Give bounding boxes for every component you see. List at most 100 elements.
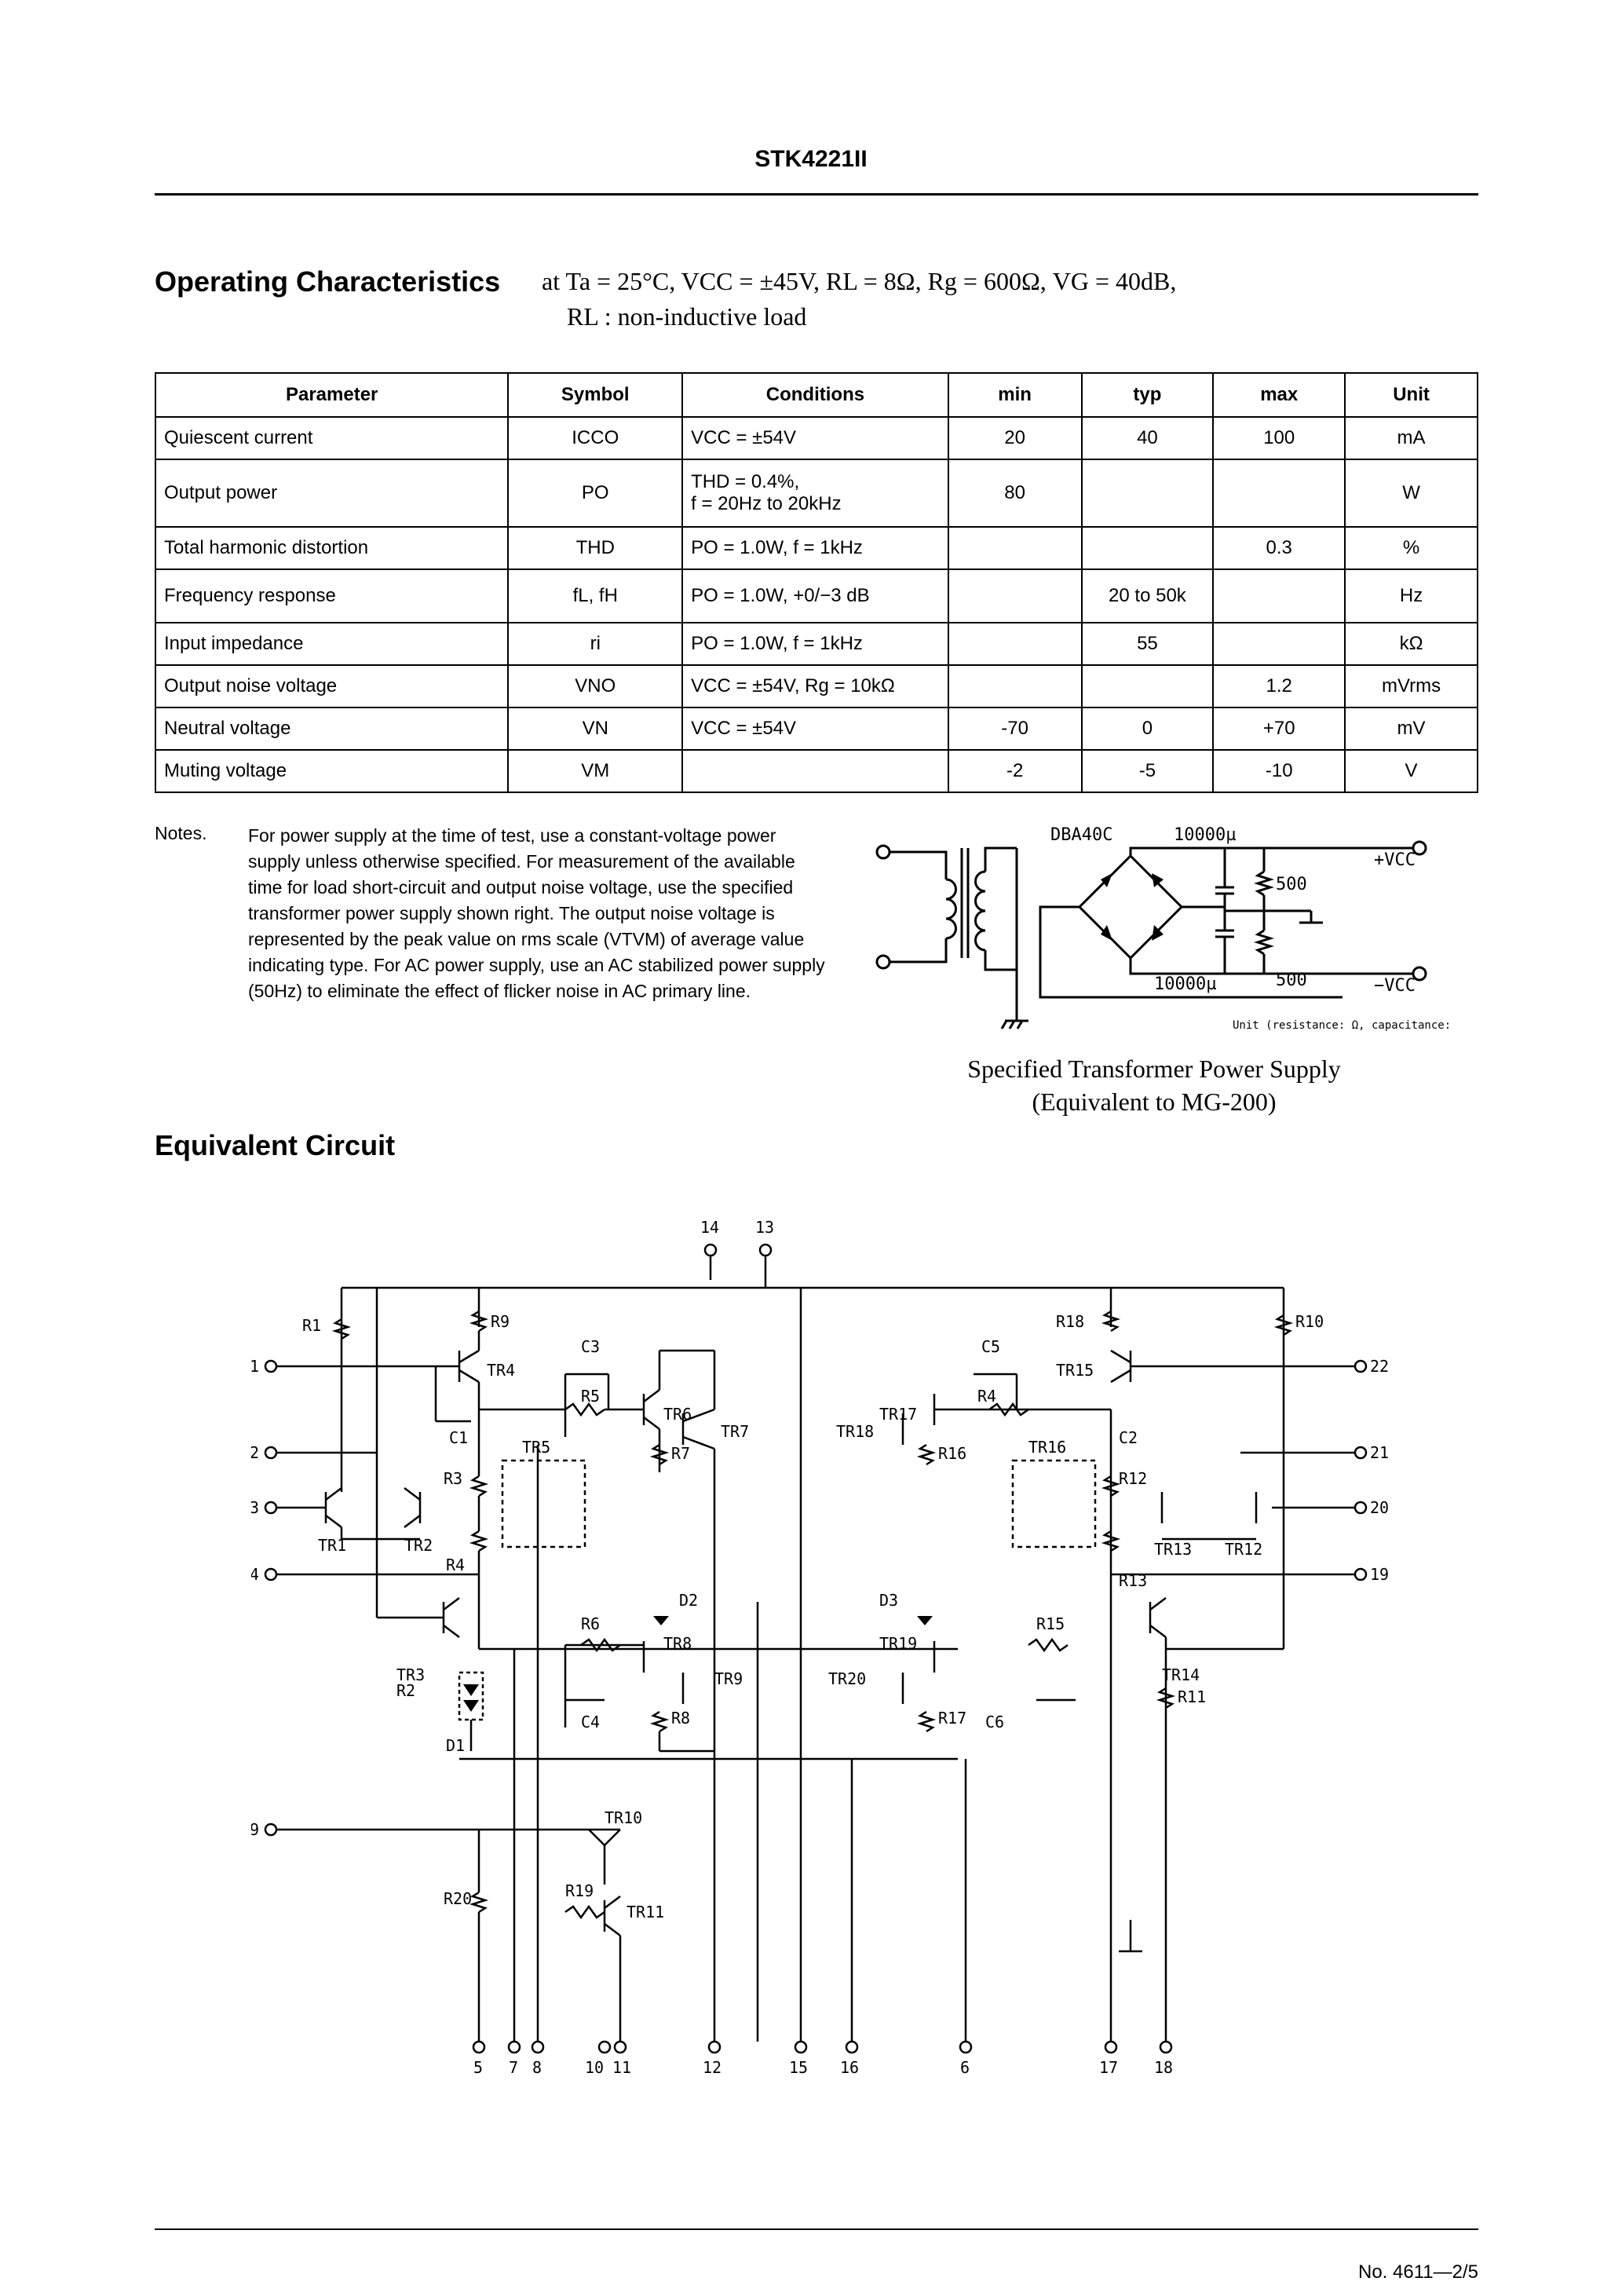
- operating-conditions-line1: at Ta = 25°C, VCC = ±45V, RL = 8Ω, Rg = …: [542, 267, 1177, 295]
- section-heading-operating: Operating Characteristics: [155, 265, 501, 298]
- label-tr7: TR7: [721, 1422, 749, 1441]
- primary-coil: [945, 878, 957, 940]
- cell-max: [1212, 569, 1346, 623]
- pin-15: [794, 2040, 808, 2054]
- psu-caption-line2: (Equivalent to MG-200): [1032, 1088, 1277, 1116]
- table-header-row: Parameter Symbol Conditions min typ max …: [154, 372, 1478, 418]
- table-row: Muting voltage VM -2 -5 -10 V: [154, 749, 1478, 793]
- label-tr4: TR4: [487, 1361, 515, 1380]
- label-r7: R7: [671, 1444, 690, 1463]
- pin-label-4: 4: [251, 1565, 259, 1584]
- pin-label-10: 10: [585, 2058, 604, 2077]
- cell-parameter: Neutral voltage: [154, 707, 510, 751]
- label-r18: R18: [1056, 1312, 1084, 1331]
- cell-unit: kΩ: [1344, 622, 1478, 666]
- tr10: [588, 1829, 605, 1846]
- label-tr3: TR3: [396, 1665, 425, 1684]
- cell-parameter: Output power: [154, 459, 510, 528]
- vcc-neg-label: −VCC: [1374, 976, 1416, 996]
- cell-typ: 0: [1080, 707, 1215, 751]
- table-row: Output power PO THD = 0.4%, f = 20Hz to …: [154, 459, 1478, 528]
- r9: [469, 1310, 489, 1333]
- cell-typ: -5: [1080, 749, 1215, 793]
- pin-10: [597, 2040, 612, 2054]
- cell-conditions: VCC = ±54V, Rg = 10kΩ: [681, 664, 949, 708]
- label-tr17: TR17: [879, 1405, 917, 1424]
- pin-label-22: 22: [1370, 1357, 1389, 1376]
- cell-symbol: VN: [507, 707, 684, 751]
- pin-label-20: 20: [1370, 1498, 1389, 1517]
- res-top-label: 500: [1276, 875, 1307, 894]
- pin-6: [959, 2040, 973, 2054]
- pin-label-18: 18: [1154, 2058, 1173, 2077]
- cell-unit: mA: [1344, 416, 1478, 460]
- cell-typ: 40: [1080, 416, 1215, 460]
- pin-label-19: 19: [1370, 1565, 1389, 1584]
- cell-unit: mVrms: [1344, 664, 1478, 708]
- operating-characteristics-table: Parameter Symbol Conditions min typ max …: [154, 372, 1478, 793]
- col-header-unit: Unit: [1344, 372, 1478, 418]
- pin-label-11: 11: [612, 2058, 631, 2077]
- pin-5: [472, 2040, 486, 2054]
- cell-parameter: Muting voltage: [154, 749, 510, 793]
- r10: [1273, 1314, 1294, 1336]
- label-r6: R6: [581, 1614, 600, 1633]
- pin-label-7: 7: [509, 2058, 518, 2077]
- pin-22: [1353, 1359, 1368, 1373]
- table-row: Quiescent current ICCO VCC = ±54V 20 40 …: [154, 416, 1478, 460]
- cell-min: [947, 569, 1083, 623]
- pin-11: [613, 2040, 627, 2054]
- label-c5: C5: [981, 1337, 1000, 1356]
- cell-parameter: Frequency response: [154, 569, 510, 623]
- label-tr16: TR16: [1028, 1438, 1066, 1457]
- label-tr12: TR12: [1225, 1540, 1262, 1559]
- label-r11: R11: [1178, 1687, 1206, 1706]
- label-d2: D2: [679, 1591, 698, 1610]
- label-tr10: TR10: [605, 1808, 642, 1827]
- cell-min: -70: [947, 707, 1083, 751]
- pin-17: [1104, 2040, 1118, 2054]
- table-row: Frequency response fL, fH PO = 1.0W, +0/…: [154, 569, 1478, 623]
- r7: [649, 1443, 670, 1466]
- cell-symbol: ri: [507, 622, 684, 666]
- r19: [564, 1904, 605, 1920]
- header-rule: [155, 193, 1478, 196]
- col-header-parameter: Parameter: [154, 372, 510, 418]
- label-r15: R15: [1036, 1614, 1065, 1633]
- resistor-bottom: [1253, 929, 1275, 956]
- cell-conditions-line2: f = 20Hz to 20kHz: [691, 493, 842, 514]
- col-header-typ: typ: [1080, 372, 1215, 418]
- label-tr19: TR19: [879, 1634, 917, 1653]
- label-d3: D3: [879, 1591, 898, 1610]
- cell-max: [1212, 459, 1346, 528]
- cell-min: [947, 622, 1083, 666]
- cell-symbol: PO: [507, 459, 684, 528]
- secondary-coil: [974, 870, 986, 952]
- cell-typ: 20 to 50k: [1080, 569, 1215, 623]
- label-c2: C2: [1119, 1428, 1138, 1447]
- col-header-symbol: Symbol: [507, 372, 684, 418]
- label-r8: R8: [671, 1709, 690, 1727]
- label-c3: C3: [581, 1337, 600, 1356]
- cell-symbol: THD: [507, 526, 684, 570]
- pin-label-6: 6: [960, 2058, 970, 2077]
- label-tr18: TR18: [836, 1422, 874, 1441]
- r17: [916, 1710, 937, 1733]
- label-tr1: TR1: [318, 1536, 346, 1555]
- operating-conditions-line2: RL : non-inductive load: [567, 302, 807, 331]
- pin-19: [1353, 1567, 1368, 1581]
- pin-label-17: 17: [1099, 2058, 1118, 2077]
- r3: [469, 1475, 489, 1497]
- col-header-max: max: [1212, 372, 1346, 418]
- label-r12: R12: [1119, 1469, 1147, 1488]
- cell-max: +70: [1212, 707, 1346, 751]
- psu-caption-line1: Specified Transformer Power Supply: [967, 1055, 1341, 1083]
- cell-conditions: VCC = ±54V: [681, 416, 949, 460]
- cell-min: -2: [947, 749, 1083, 793]
- col-header-min: min: [947, 372, 1083, 418]
- cell-typ: [1080, 459, 1215, 528]
- label-d1: D1: [446, 1736, 465, 1755]
- unit-note: Unit (resistance: Ω, capacitance: F): [1233, 1019, 1452, 1032]
- bridge-rectifier: [1077, 854, 1184, 960]
- r8: [649, 1710, 670, 1733]
